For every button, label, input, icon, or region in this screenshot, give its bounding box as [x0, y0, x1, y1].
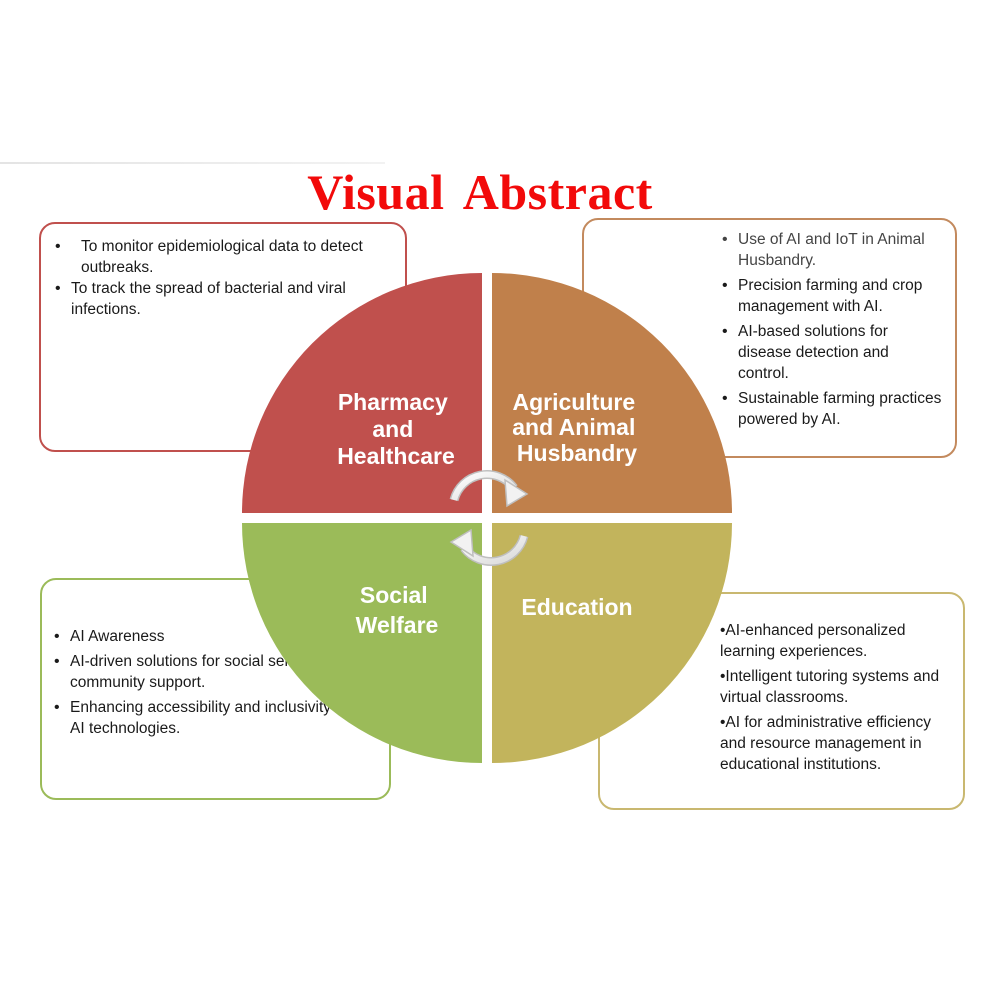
list-item: Precision farming and crop management wi… [722, 275, 943, 317]
quadrant-label-agriculture: Agriculture and Animal Husbandry [512, 389, 642, 466]
list-item: AI-based solutions for disease detection… [722, 321, 943, 384]
label-line: Welfare [356, 612, 439, 638]
list-item: •AI-enhanced personalized learning exper… [720, 622, 906, 660]
page-title: Visual Abstract [307, 164, 653, 220]
quadrant-pharmacy-healthcare [242, 273, 482, 513]
list-item: Sustainable farming practices powered by… [722, 388, 943, 430]
list-item: Use of AI and IoT in Animal Husbandry. [722, 229, 943, 271]
list-item: AI Awareness [54, 626, 377, 647]
list-item: Enhancing accessibility and inclusivity … [54, 697, 377, 739]
label-line: Social [360, 582, 428, 608]
list-item: •AI for administrative efficiency and re… [720, 714, 932, 773]
quadrant-label-education: Education [521, 594, 632, 620]
circular-arrows-icon [449, 470, 529, 566]
label-line: Healthcare [337, 443, 455, 469]
quadrant-agriculture-husbandry [492, 273, 732, 513]
label-line: and Animal [512, 414, 635, 440]
list-item: To track the spread of bacterial and vir… [55, 278, 391, 320]
label-line: Education [521, 594, 632, 620]
quadrant-social-welfare [242, 523, 482, 763]
label-line: Pharmacy [338, 389, 448, 415]
list-item: To monitor epidemiological data to detec… [55, 236, 391, 278]
list-item: •Intelligent tutoring systems and virtua… [720, 668, 940, 706]
top-divider-line [0, 162, 385, 164]
quadrant-label-pharmacy: Pharmacy and Healthcare [337, 389, 455, 469]
quadrant-education [492, 523, 732, 763]
label-line: Agriculture [512, 389, 635, 415]
label-line: Husbandry [517, 440, 637, 466]
label-line: and [372, 416, 413, 442]
quadrant-label-social: Social Welfare [356, 582, 439, 638]
